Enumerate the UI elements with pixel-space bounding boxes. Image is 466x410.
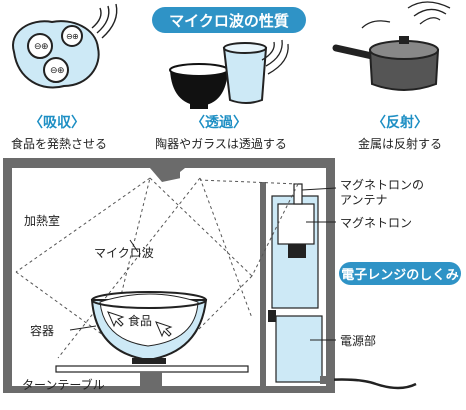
- svg-text:⊖: ⊖: [66, 32, 73, 41]
- turntable: [55, 365, 249, 373]
- divider-wall: [260, 200, 266, 386]
- property-reflection-desc: 金属は反射する: [357, 137, 442, 151]
- power-label: 電源部: [340, 334, 377, 348]
- property-transmission-title: 〈透過〉: [191, 115, 247, 131]
- header-title: マイクロ波の性質: [169, 11, 289, 30]
- svg-text:⊖: ⊖: [34, 42, 42, 52]
- pointer-icon: [107, 311, 125, 328]
- microwave-label: マイクロ波: [94, 246, 154, 260]
- svg-text:⊕: ⊕: [57, 66, 65, 76]
- antenna-label-line1: マグネトロンの: [340, 178, 425, 192]
- property-transmission-desc: 陶器やガラスは透過する: [155, 137, 287, 151]
- magnetron-label: マグネトロン: [340, 216, 413, 230]
- chamber-label: 加熱室: [24, 214, 61, 228]
- pointer-icon: [155, 321, 173, 338]
- pot-icon: [332, 1, 451, 91]
- svg-text:⊕: ⊕: [72, 32, 79, 41]
- svg-text:⊕: ⊕: [41, 42, 49, 52]
- power-unit: [275, 315, 323, 383]
- food-label: 食品: [128, 314, 153, 328]
- turntable-label: ターンテーブル: [22, 378, 105, 392]
- magnetron-base: [288, 244, 306, 258]
- section-title-badge: 電子レンジのしくみ: [339, 262, 461, 285]
- container-label: 容器: [30, 324, 55, 338]
- bowl-glass-icon: [169, 39, 289, 109]
- antenna-label-line2: アンテナ: [340, 193, 388, 207]
- property-reflection-title: 〈反射〉: [372, 115, 428, 131]
- antenna: [293, 183, 303, 205]
- svg-text:⊖: ⊖: [50, 66, 58, 76]
- header-title-badge: マイクロ波の性質: [152, 7, 306, 33]
- magnetron-block: [277, 203, 315, 245]
- power-cord: [325, 378, 417, 390]
- microwave-rays: [15, 177, 299, 359]
- property-absorption-desc: 食品を発熱させる: [10, 137, 107, 151]
- section-title: 電子レンジのしくみ: [341, 268, 459, 283]
- absorption-molecules-icon: ⊖ ⊕ ⊖ ⊕ ⊖ ⊕: [12, 3, 118, 89]
- property-absorption-title: 〈吸収〉: [29, 115, 85, 131]
